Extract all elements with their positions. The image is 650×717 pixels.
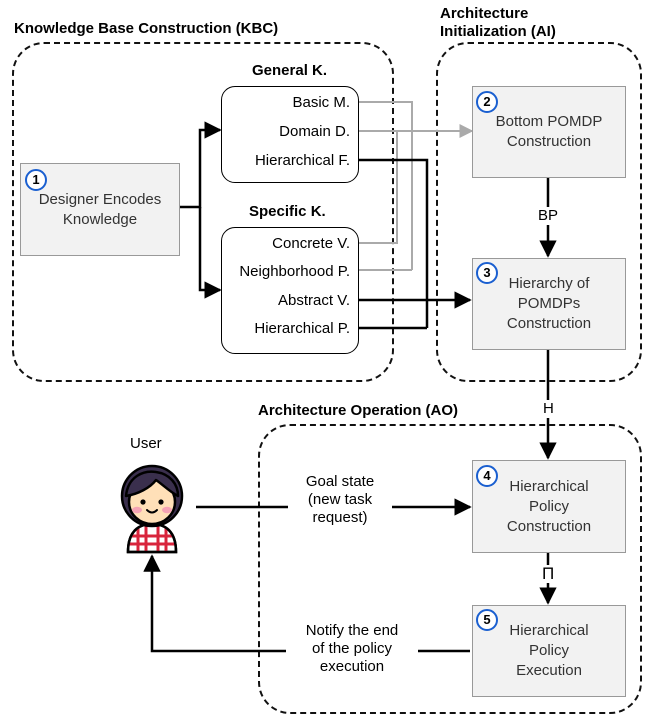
step-4-badge: 4 xyxy=(476,465,498,487)
step5-line3: Execution xyxy=(516,662,582,679)
step3-line1: Hierarchy of xyxy=(508,275,590,292)
goal-line3: request) xyxy=(312,509,368,526)
step5-line1: Hierarchical xyxy=(509,622,589,639)
general-k-title: General K. xyxy=(252,62,328,79)
user-avatar-icon xyxy=(120,464,184,554)
step-3-badge: 3 xyxy=(476,262,498,284)
gray-concrete-wire xyxy=(358,131,398,244)
notify-line1: Notify the end xyxy=(305,622,399,639)
general-item-domain-d: Domain D. xyxy=(279,123,350,140)
kbc-title: Knowledge Base Construction (KBC) xyxy=(14,20,279,37)
specific-item-concrete-v: Concrete V. xyxy=(272,235,350,252)
designer-line2: Knowledge xyxy=(62,210,138,228)
step2-line1: Bottom POMDP xyxy=(495,113,603,130)
notify-line2: of the policy xyxy=(311,640,393,657)
step2-line2: Construction xyxy=(506,133,592,150)
ai-title-line1: Architecture xyxy=(440,5,529,22)
goal-line2: (new task xyxy=(307,491,373,508)
notify-end-label: Notify the end of the policy execution xyxy=(286,622,418,676)
general-item-hierarchical-f: Hierarchical F. xyxy=(254,152,350,169)
specific-k-title: Specific K. xyxy=(249,203,326,220)
general-item-basic-m: Basic M. xyxy=(292,94,350,111)
hierarchical-f-wire xyxy=(358,158,429,328)
step5-line2: Policy xyxy=(528,642,569,659)
goal-state-label: Goal state (new task request) xyxy=(288,473,392,527)
specific-item-abstract-v: Abstract V. xyxy=(278,292,350,309)
designer-to-specific-arrow xyxy=(198,207,222,299)
step3-line2: POMDPs xyxy=(517,295,581,312)
specific-item-neighborhood-p: Neighborhood P. xyxy=(239,263,350,280)
general-knowledge-box: Basic M. Domain D. Hierarchical F. xyxy=(221,86,359,183)
ao-title: Architecture Operation (AO) xyxy=(258,402,459,419)
kbc-group xyxy=(12,42,394,382)
designer-line1: Designer Encodes xyxy=(38,190,162,208)
step-5-badge: 5 xyxy=(476,609,498,631)
specific-knowledge-box: Concrete V. Neighborhood P. Abstract V. … xyxy=(221,227,359,354)
designer-to-general-arrow xyxy=(180,121,222,209)
step4-line2: Policy xyxy=(528,497,569,515)
gray-basic-wire xyxy=(358,101,413,270)
notify-line3: execution xyxy=(319,658,385,675)
ao-group xyxy=(258,424,642,714)
specific-item-hierarchical-p: Hierarchical P. xyxy=(254,320,350,337)
step4-line3: Construction xyxy=(506,517,592,535)
pi-label: Π xyxy=(540,564,557,583)
step-2-badge: 2 xyxy=(476,91,498,113)
step-1-badge: 1 xyxy=(25,169,47,191)
ai-title-line2: Initialization (AI) xyxy=(440,23,556,40)
bp-label: BP xyxy=(536,207,561,225)
user-label: User xyxy=(130,435,162,452)
ai-group xyxy=(436,42,642,382)
step4-line1: Hierarchical xyxy=(509,477,589,495)
h-label: H xyxy=(541,400,556,418)
goal-line1: Goal state xyxy=(305,473,375,490)
step3-line3: Construction xyxy=(506,315,592,332)
